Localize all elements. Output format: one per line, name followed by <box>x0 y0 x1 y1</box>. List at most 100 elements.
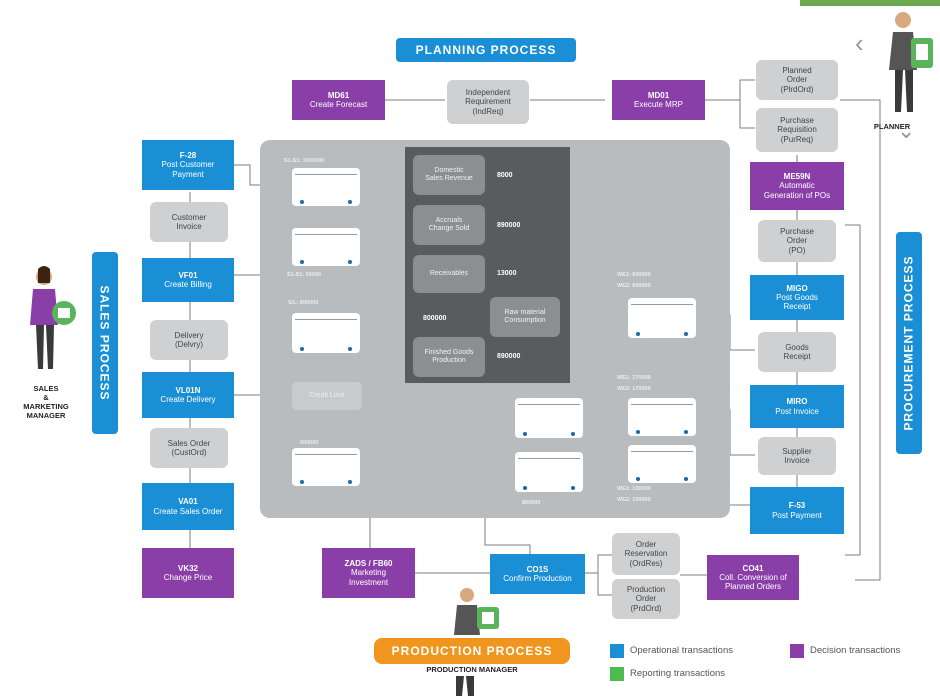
planning-process-banner: PLANNING PROCESS <box>396 38 576 62</box>
vl01n-create-delivery[interactable]: VL01N Create Delivery <box>142 372 234 418</box>
t-account-card <box>628 298 696 338</box>
dark-item-4-l2: Production <box>432 357 466 364</box>
co1s-name: Confirm Production <box>503 574 572 583</box>
migo-l2: Receipt <box>783 302 811 312</box>
po-l3: (PO) <box>788 245 806 255</box>
f28-l2: Payment <box>172 169 204 179</box>
cust-invoice-l1: Customer <box>171 212 207 222</box>
dark-item-1-l2: Change Sold <box>428 225 470 232</box>
md01-name: Execute MRP <box>634 100 683 109</box>
co41-collective-conversion[interactable]: CO41 Coll. Conversion of Planned Orders <box>707 555 799 600</box>
me59n-code: ME59N <box>783 172 811 182</box>
f28-post-customer-payment[interactable]: F-28 Post Customer Payment <box>142 140 234 190</box>
vk32-change-price[interactable]: VK32 Change Price <box>142 548 234 598</box>
goods-receipt-l2: Receipt <box>783 352 811 361</box>
planner-label: PLANNER <box>873 122 911 131</box>
co1s-confirm-production[interactable]: CO1S Confirm Production <box>490 554 585 594</box>
sales-manager-label-line3: MARKETING <box>23 402 69 411</box>
migo-post-goods-receipt[interactable]: MIGO Post Goods Receipt <box>750 275 844 320</box>
vf01-create-billing[interactable]: VF01 Create Billing <box>142 258 234 302</box>
account-label-1: S1-S1: 56000 <box>287 272 321 278</box>
me59n-automatic-generation-of-pos[interactable]: ME59N Automatic Generation of POs <box>750 162 844 210</box>
md61-create-forecast[interactable]: MD61 Create Forecast <box>292 80 385 120</box>
sales-manager-label-line4: MANAGER <box>26 411 66 420</box>
sales-order-l2: (CustOrd) <box>171 448 207 457</box>
independent-requirement: Independent Requirement (IndReq) <box>447 80 529 124</box>
prod-order-l1: Production <box>626 585 666 595</box>
sales-order: Sales Order (CustOrd) <box>150 428 228 468</box>
account-label-5: WE2: 800000 <box>617 283 651 289</box>
dark-item-2-l1: Receivables <box>429 269 469 277</box>
vl01n-code: VL01N <box>175 385 201 395</box>
legend-operational-swatch <box>610 644 624 658</box>
order-res-l1: Order <box>635 540 657 550</box>
production-manager-label: PRODUCTION MANAGER <box>426 665 518 674</box>
account-label-2: S/L: 800000 <box>288 300 319 306</box>
purch-req-l3: (PurReq) <box>780 134 814 144</box>
purchase-requisition: Purchase Requisition (PurReq) <box>756 108 838 152</box>
zads-l2: Investment <box>348 577 389 587</box>
production-manager-figure-icon <box>454 588 499 635</box>
md01-code: MD01 <box>647 90 670 100</box>
indep-l1: Independent <box>465 88 511 98</box>
account-label-7: WE2: 170000 <box>617 386 651 392</box>
order-reservation: Order Reservation (OrdRes) <box>612 533 680 575</box>
purch-req-l1: Purchase <box>780 116 814 126</box>
dark-item-3-l2: Consumption <box>504 317 546 324</box>
finished-goods-production: Finished Goods Production <box>413 337 485 377</box>
account-label-10: 800000 <box>522 500 541 506</box>
f53-post-payment[interactable]: F-53 Post Payment <box>750 487 844 534</box>
delivery-l1: Delivery <box>174 330 204 340</box>
legend-decision-swatch <box>790 644 804 658</box>
goods-receipt: Goods Receipt <box>758 332 836 372</box>
planned-order: Planned Order (PlrdOrd) <box>756 60 838 100</box>
raw-material-consumption: Raw material Consumption <box>490 297 560 337</box>
md01-execute-mrp[interactable]: MD01 Execute MRP <box>612 80 705 120</box>
f53-code: F-53 <box>788 501 806 511</box>
f53-name: Post Payment <box>772 510 822 520</box>
t-account-card <box>292 168 360 206</box>
production-order: Production Order (PrdOrd) <box>612 579 680 619</box>
miro-name: Post Invoice <box>775 406 819 416</box>
account-label-3: 600000 <box>300 440 319 446</box>
chevron-left-icon[interactable]: ‹ <box>855 28 864 58</box>
dark-item-3-l1: Raw material <box>504 308 546 316</box>
t-account-card <box>628 398 696 436</box>
f28-code: F-28 <box>179 151 197 161</box>
co1s-code: CO1S <box>526 564 549 574</box>
zads-marketing-investment[interactable]: ZADS / FB60 Marketing Investment <box>322 548 415 598</box>
co41-code: CO41 <box>742 563 764 573</box>
migo-l1: Post Goods <box>776 292 818 302</box>
planned-order-l3: (PlrdOrd) <box>780 84 814 94</box>
f28-l1: Post Customer <box>161 160 215 170</box>
sales-order-l1: Sales Order <box>167 438 211 448</box>
planned-order-l1: Planned <box>782 66 812 76</box>
purch-req-l2: Requisition <box>777 125 817 135</box>
vk32-name: Change Price <box>163 573 213 582</box>
account-label-8: WE1: 100000 <box>617 486 651 492</box>
legend-decision-label: Decision transactions <box>810 645 901 656</box>
account-label-4: WE1: 800000 <box>617 272 651 278</box>
planned-order-l2: Order <box>786 75 808 85</box>
md61-name: Create Forecast <box>309 100 368 109</box>
zads-l1: Marketing <box>350 568 387 578</box>
supplier-invoice-l2: Invoice <box>784 456 810 465</box>
sales-manager-label: SALES & MARKETING MANAGER <box>8 384 84 420</box>
va01-create-sales-order[interactable]: VA01 Create Sales Order <box>142 483 234 530</box>
dark-item-0-l1: Domestic <box>434 166 464 174</box>
indep-l2: Requirement <box>465 97 511 107</box>
sales-manager-figure-icon <box>30 266 76 369</box>
purchase-order: Purchase Order (PO) <box>758 220 836 262</box>
t-account-card <box>292 228 360 266</box>
va01-code: VA01 <box>178 497 198 507</box>
accruals-change-sold: Accruals Change Sold <box>413 205 485 245</box>
receivables: Receivables <box>413 255 485 293</box>
domestic-sales-revenue: Domestic Sales Revenue <box>413 155 485 195</box>
order-res-l2: Reservation <box>624 549 668 559</box>
indep-l3: (IndReq) <box>472 106 504 116</box>
t-account-card <box>515 398 583 438</box>
chevron-down-icon[interactable]: ⌄ <box>897 118 916 143</box>
miro-post-invoice[interactable]: MIRO Post Invoice <box>750 385 844 428</box>
zads-code: ZADS / FB60 <box>344 559 393 569</box>
dark-item-4-l1: Finished Goods <box>424 348 474 356</box>
